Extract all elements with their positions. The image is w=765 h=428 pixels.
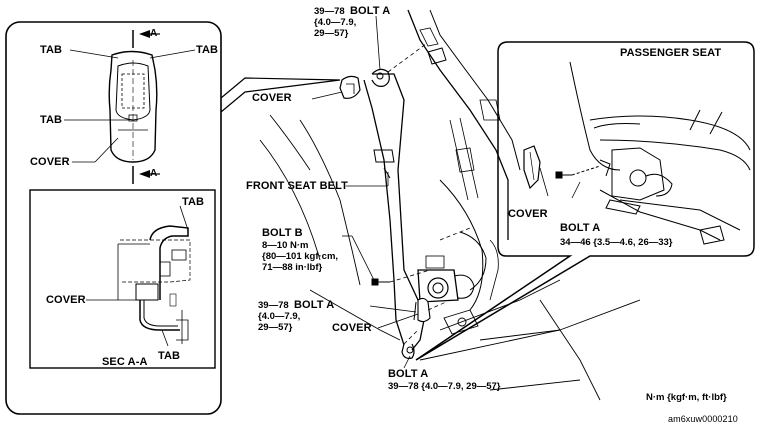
cover-label-inset: COVER (30, 156, 70, 168)
tab-label-left: TAB (40, 44, 63, 56)
passenger-inset-frame (415, 41, 755, 361)
passenger-bolt-a-label: BOLT A (560, 222, 601, 234)
tab-label-right: TAB (196, 44, 219, 56)
section-cover-label: COVER (46, 294, 86, 306)
bolt-b-torque-1: 8—10 N·m (262, 240, 309, 251)
cover-bottom-label: COVER (332, 322, 372, 334)
tab-label-mid: TAB (40, 114, 63, 126)
bolt-b-icon (371, 278, 390, 286)
section-view-drawing (120, 225, 191, 344)
section-title: SEC A-A (102, 356, 148, 368)
section-marker-top: A (150, 28, 158, 39)
passenger-seat-drawing (569, 61, 751, 245)
section-arrow-top (132, 30, 160, 48)
bolt-b-torque-3: 71—88 in·lbf} (262, 262, 323, 273)
section-tab-bottom-label: TAB (158, 350, 181, 362)
cover-part-top-view (108, 50, 158, 163)
install-dashes (387, 43, 471, 345)
bolt-a-mid-torque-1: 39—78 (258, 300, 289, 311)
passenger-cover-part (523, 145, 541, 190)
bolt-b-torque-2: {80—101 kgf·cm, (262, 251, 339, 262)
bolt-a-top-torque-3: 29—57} (314, 28, 349, 39)
bolt-b-label: BOLT B (262, 227, 303, 239)
bolt-a-top-label: BOLT A (350, 5, 391, 17)
bolt-a-mid-torque-2: {4.0—7.9, (258, 311, 301, 322)
bolt-a-bottom-label: BOLT A (388, 368, 429, 380)
cover-upper-part (339, 75, 361, 99)
bolt-a-mid-torque-3: 29—57} (258, 322, 293, 333)
retractor (413, 255, 475, 321)
bolt-a-top-torque-1: 39—78 (314, 6, 345, 17)
main-leaders (311, 15, 419, 369)
section-marker-bottom: A (150, 168, 158, 179)
front-seat-belt-label: FRONT SEAT BELT (246, 180, 348, 192)
passenger-bolt-icon (555, 165, 601, 179)
units-legend: N·m {kgf·m, ft·lbf} (646, 392, 727, 403)
bolt-a-mid-label: BOLT A (294, 299, 335, 311)
cover-top-label: COVER (252, 92, 292, 104)
passenger-cover-label: COVER (508, 208, 548, 220)
bolt-a-bottom-torque: 39—78 {4.0—7.9, 29—57} (388, 381, 501, 392)
b-pillar (407, 9, 521, 311)
cover-lower-part (417, 297, 431, 323)
passenger-bolt-a-torque: 34—46 {3.5—4.6, 26—33} (560, 237, 673, 248)
section-view-frame (29, 189, 216, 369)
bolt-a-top-torque-2: {4.0—7.9, (314, 17, 357, 28)
passenger-seat-title: PASSENGER SEAT (620, 47, 722, 59)
left-inset-frame (5, 21, 222, 415)
body-panel-lines (259, 114, 641, 401)
section-tab-top-label: TAB (182, 196, 205, 208)
section-arrow-bottom (132, 166, 160, 184)
figure-id: am6xuw0000210 (668, 414, 738, 424)
left-inset-callout (220, 77, 341, 113)
